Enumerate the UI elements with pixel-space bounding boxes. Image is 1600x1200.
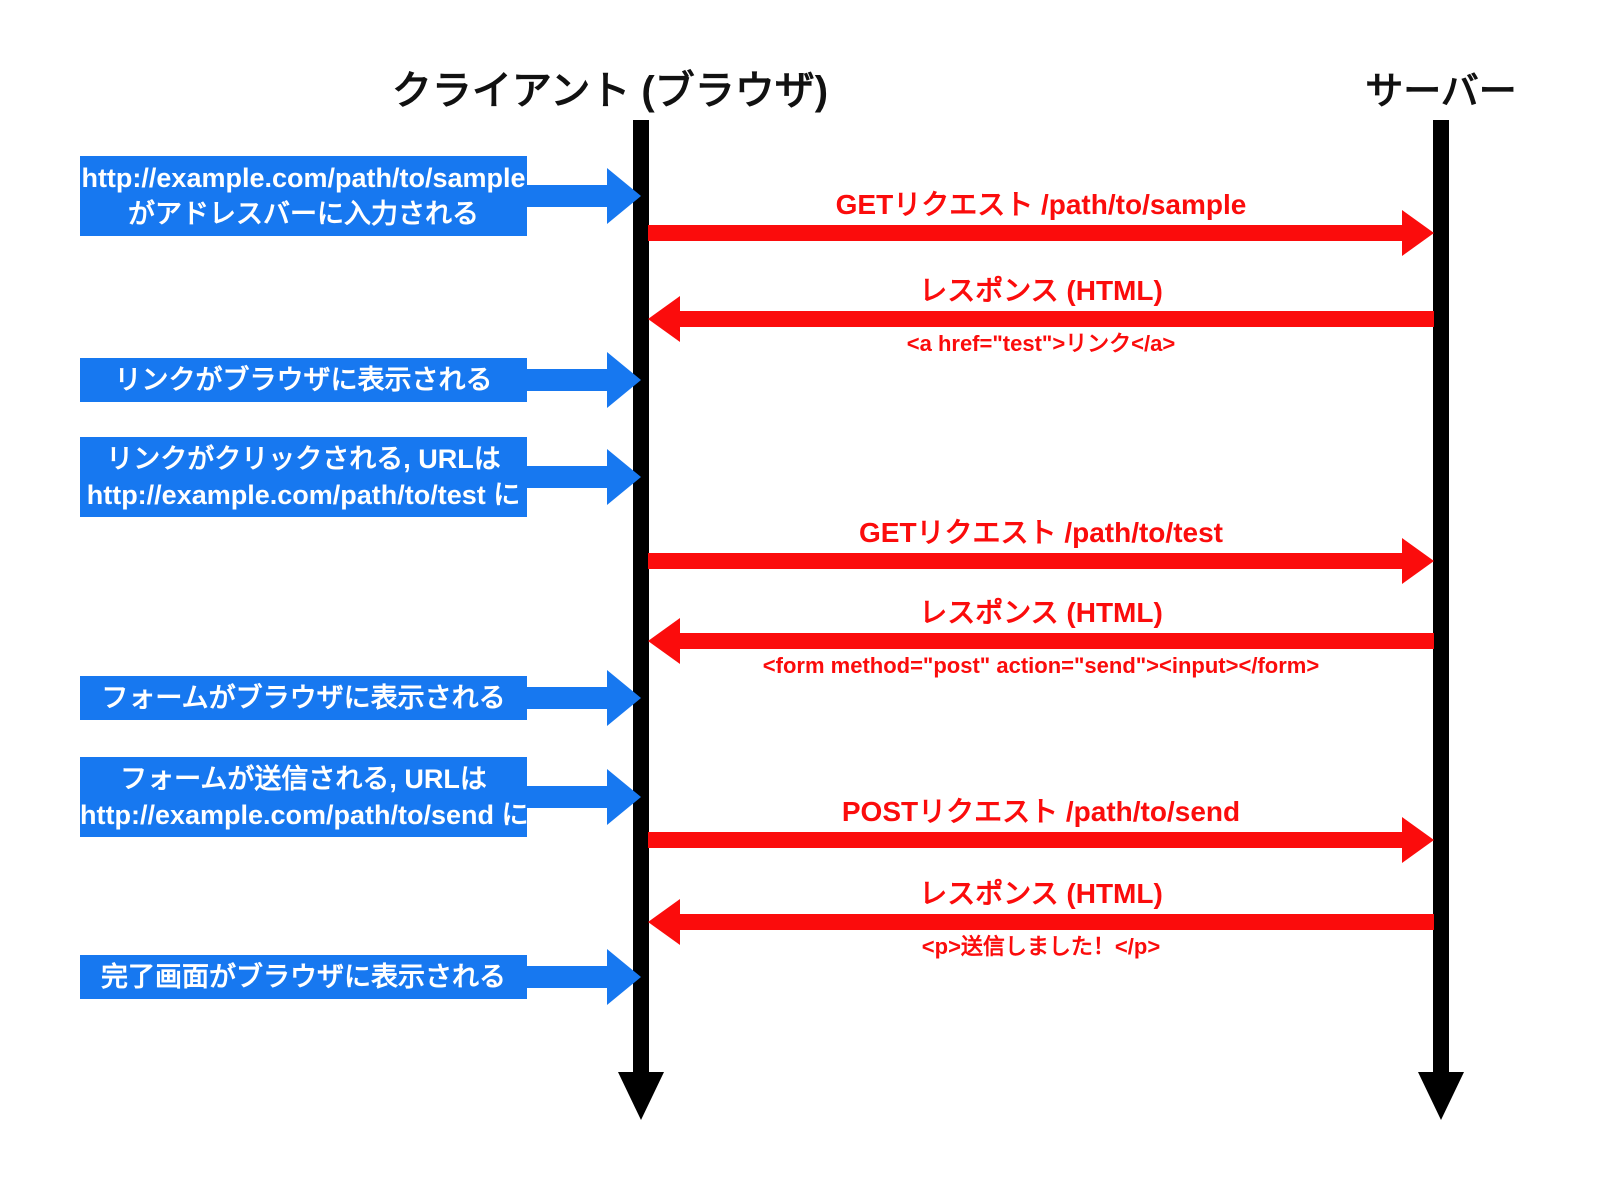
server-lifeline — [1418, 120, 1464, 1120]
message-label: POSTリクエスト /path/to/send — [841, 796, 1241, 827]
event-text: がアドレスバーに入力される — [128, 199, 479, 229]
blue-arrow-right-icon — [527, 949, 641, 1005]
event-text: http://example.com/path/to/sample — [81, 163, 526, 193]
message-response-done: レスポンス (HTML) <p>送信しました！</p> — [648, 877, 1434, 961]
server-actor-title: サーバー — [1365, 71, 1517, 113]
event-box: 完了画面がブラウザに表示される — [80, 955, 527, 999]
client-actor-title: クライアント (ブラウザ) — [391, 69, 829, 113]
event-text: http://example.com/path/to/send に — [80, 800, 529, 830]
red-arrow-left-icon — [648, 899, 1434, 945]
message-response-form: レスポンス (HTML) <form method="post" action=… — [648, 596, 1434, 680]
client-event-link-clicked: リンクがクリックされる, URLは http://example.com/pat… — [80, 437, 641, 517]
message-get-test: GETリクエスト /path/to/test — [648, 516, 1434, 584]
red-arrow-right-icon — [648, 210, 1434, 256]
lifeline-shaft — [633, 120, 649, 1072]
red-arrow-left-icon — [648, 618, 1434, 664]
message-code-label: <a href="test">リンク</a> — [906, 331, 1176, 356]
event-text: リンクがクリックされる, URLは — [106, 444, 501, 474]
red-arrow-right-icon — [648, 817, 1434, 863]
message-response-link: レスポンス (HTML) <a href="test">リンク</a> — [648, 274, 1434, 358]
arrow-down-icon — [1418, 1072, 1464, 1120]
event-text: フォームが送信される, URLは — [120, 764, 487, 794]
event-text: http://example.com/path/to/test に — [86, 480, 521, 510]
event-text: 完了画面がブラウザに表示される — [101, 962, 506, 992]
event-text: リンクがブラウザに表示される — [114, 365, 493, 395]
arrow-down-icon — [618, 1072, 664, 1120]
lifeline-shaft — [1433, 120, 1449, 1072]
red-arrow-right-icon — [648, 538, 1434, 584]
client-lifeline — [618, 120, 664, 1120]
event-box: リンクがブラウザに表示される — [80, 358, 527, 402]
blue-arrow-right-icon — [527, 670, 641, 726]
client-event-form-shown: フォームがブラウザに表示される — [80, 670, 641, 726]
message-code-label: <p>送信しました！</p> — [921, 934, 1161, 959]
message-get-sample: GETリクエスト /path/to/sample — [648, 188, 1434, 256]
message-label: GETリクエスト /path/to/test — [858, 517, 1223, 548]
message-post-send: POSTリクエスト /path/to/send — [648, 795, 1434, 863]
blue-arrow-right-icon — [527, 168, 641, 224]
event-box: フォームがブラウザに表示される — [80, 676, 527, 720]
message-label: レスポンス (HTML) — [919, 597, 1163, 628]
client-event-form-submitted: フォームが送信される, URLは http://example.com/path… — [80, 757, 641, 837]
client-event-link-shown: リンクがブラウザに表示される — [80, 352, 641, 408]
client-event-done-shown: 完了画面がブラウザに表示される — [80, 949, 641, 1005]
event-box: http://example.com/path/to/sample がアドレスバ… — [80, 156, 527, 236]
blue-arrow-right-icon — [527, 352, 641, 408]
event-box: リンクがクリックされる, URLは http://example.com/pat… — [80, 437, 527, 517]
client-event-url-entered: http://example.com/path/to/sample がアドレスバ… — [80, 156, 641, 236]
message-label: レスポンス (HTML) — [919, 275, 1163, 306]
message-label: GETリクエスト /path/to/sample — [835, 189, 1247, 220]
event-text: フォームがブラウザに表示される — [101, 683, 506, 713]
event-box: フォームが送信される, URLは http://example.com/path… — [80, 757, 529, 837]
message-code-label: <form method="post" action="send"><input… — [762, 653, 1320, 678]
message-label: レスポンス (HTML) — [919, 878, 1163, 909]
blue-arrow-right-icon — [527, 449, 641, 505]
blue-arrow-right-icon — [527, 769, 641, 825]
red-arrow-left-icon — [648, 296, 1434, 342]
